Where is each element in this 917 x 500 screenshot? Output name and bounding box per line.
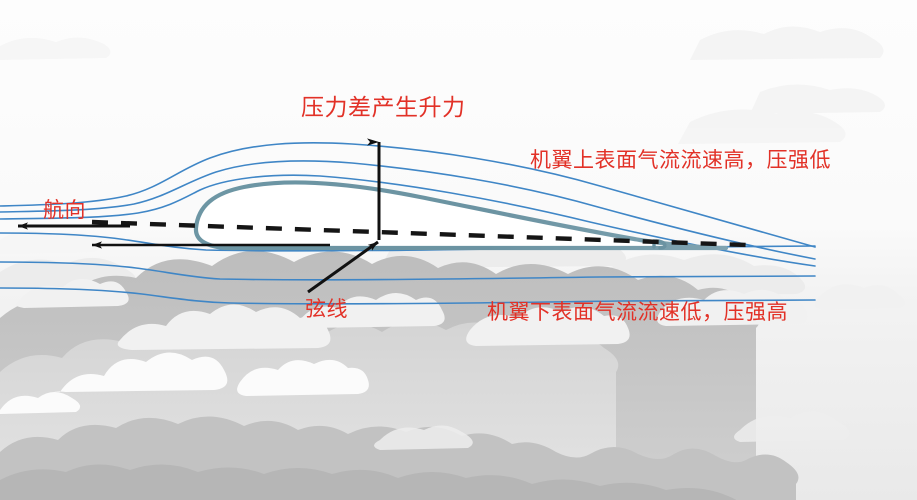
cloud-wisps-topleft — [0, 37, 111, 254]
cloud-wisps-top — [678, 26, 885, 144]
streamline-upper-2 — [0, 160, 816, 260]
airfoil-shape — [193, 180, 729, 251]
label-upper-surface: 机翼上表面气流流速高，压强低 — [530, 148, 831, 172]
cloud-puff-cluster — [0, 352, 369, 414]
label-heading: 航向 — [43, 198, 86, 222]
streamlines-upper — [0, 142, 816, 267]
label-chord-line: 弦线 — [305, 297, 348, 321]
streamline-lower-3 — [0, 287, 816, 305]
streamline-upper-1 — [0, 142, 816, 248]
chord-pointer-arrow — [307, 240, 379, 294]
cloud-layer-foreground-shadow — [0, 464, 737, 500]
chord-dashed-line — [91, 219, 747, 248]
streamline-upper-3 — [0, 174, 816, 267]
streamline-lower-2 — [0, 261, 816, 281]
label-lower-surface: 机翼下表面气流流速低，压强高 — [487, 300, 788, 324]
cloud-breaks — [374, 411, 850, 450]
cloud-highlights-upper — [15, 278, 906, 350]
label-lift: 压力差产生升力 — [301, 95, 466, 120]
airfoil-outline — [193, 180, 729, 251]
